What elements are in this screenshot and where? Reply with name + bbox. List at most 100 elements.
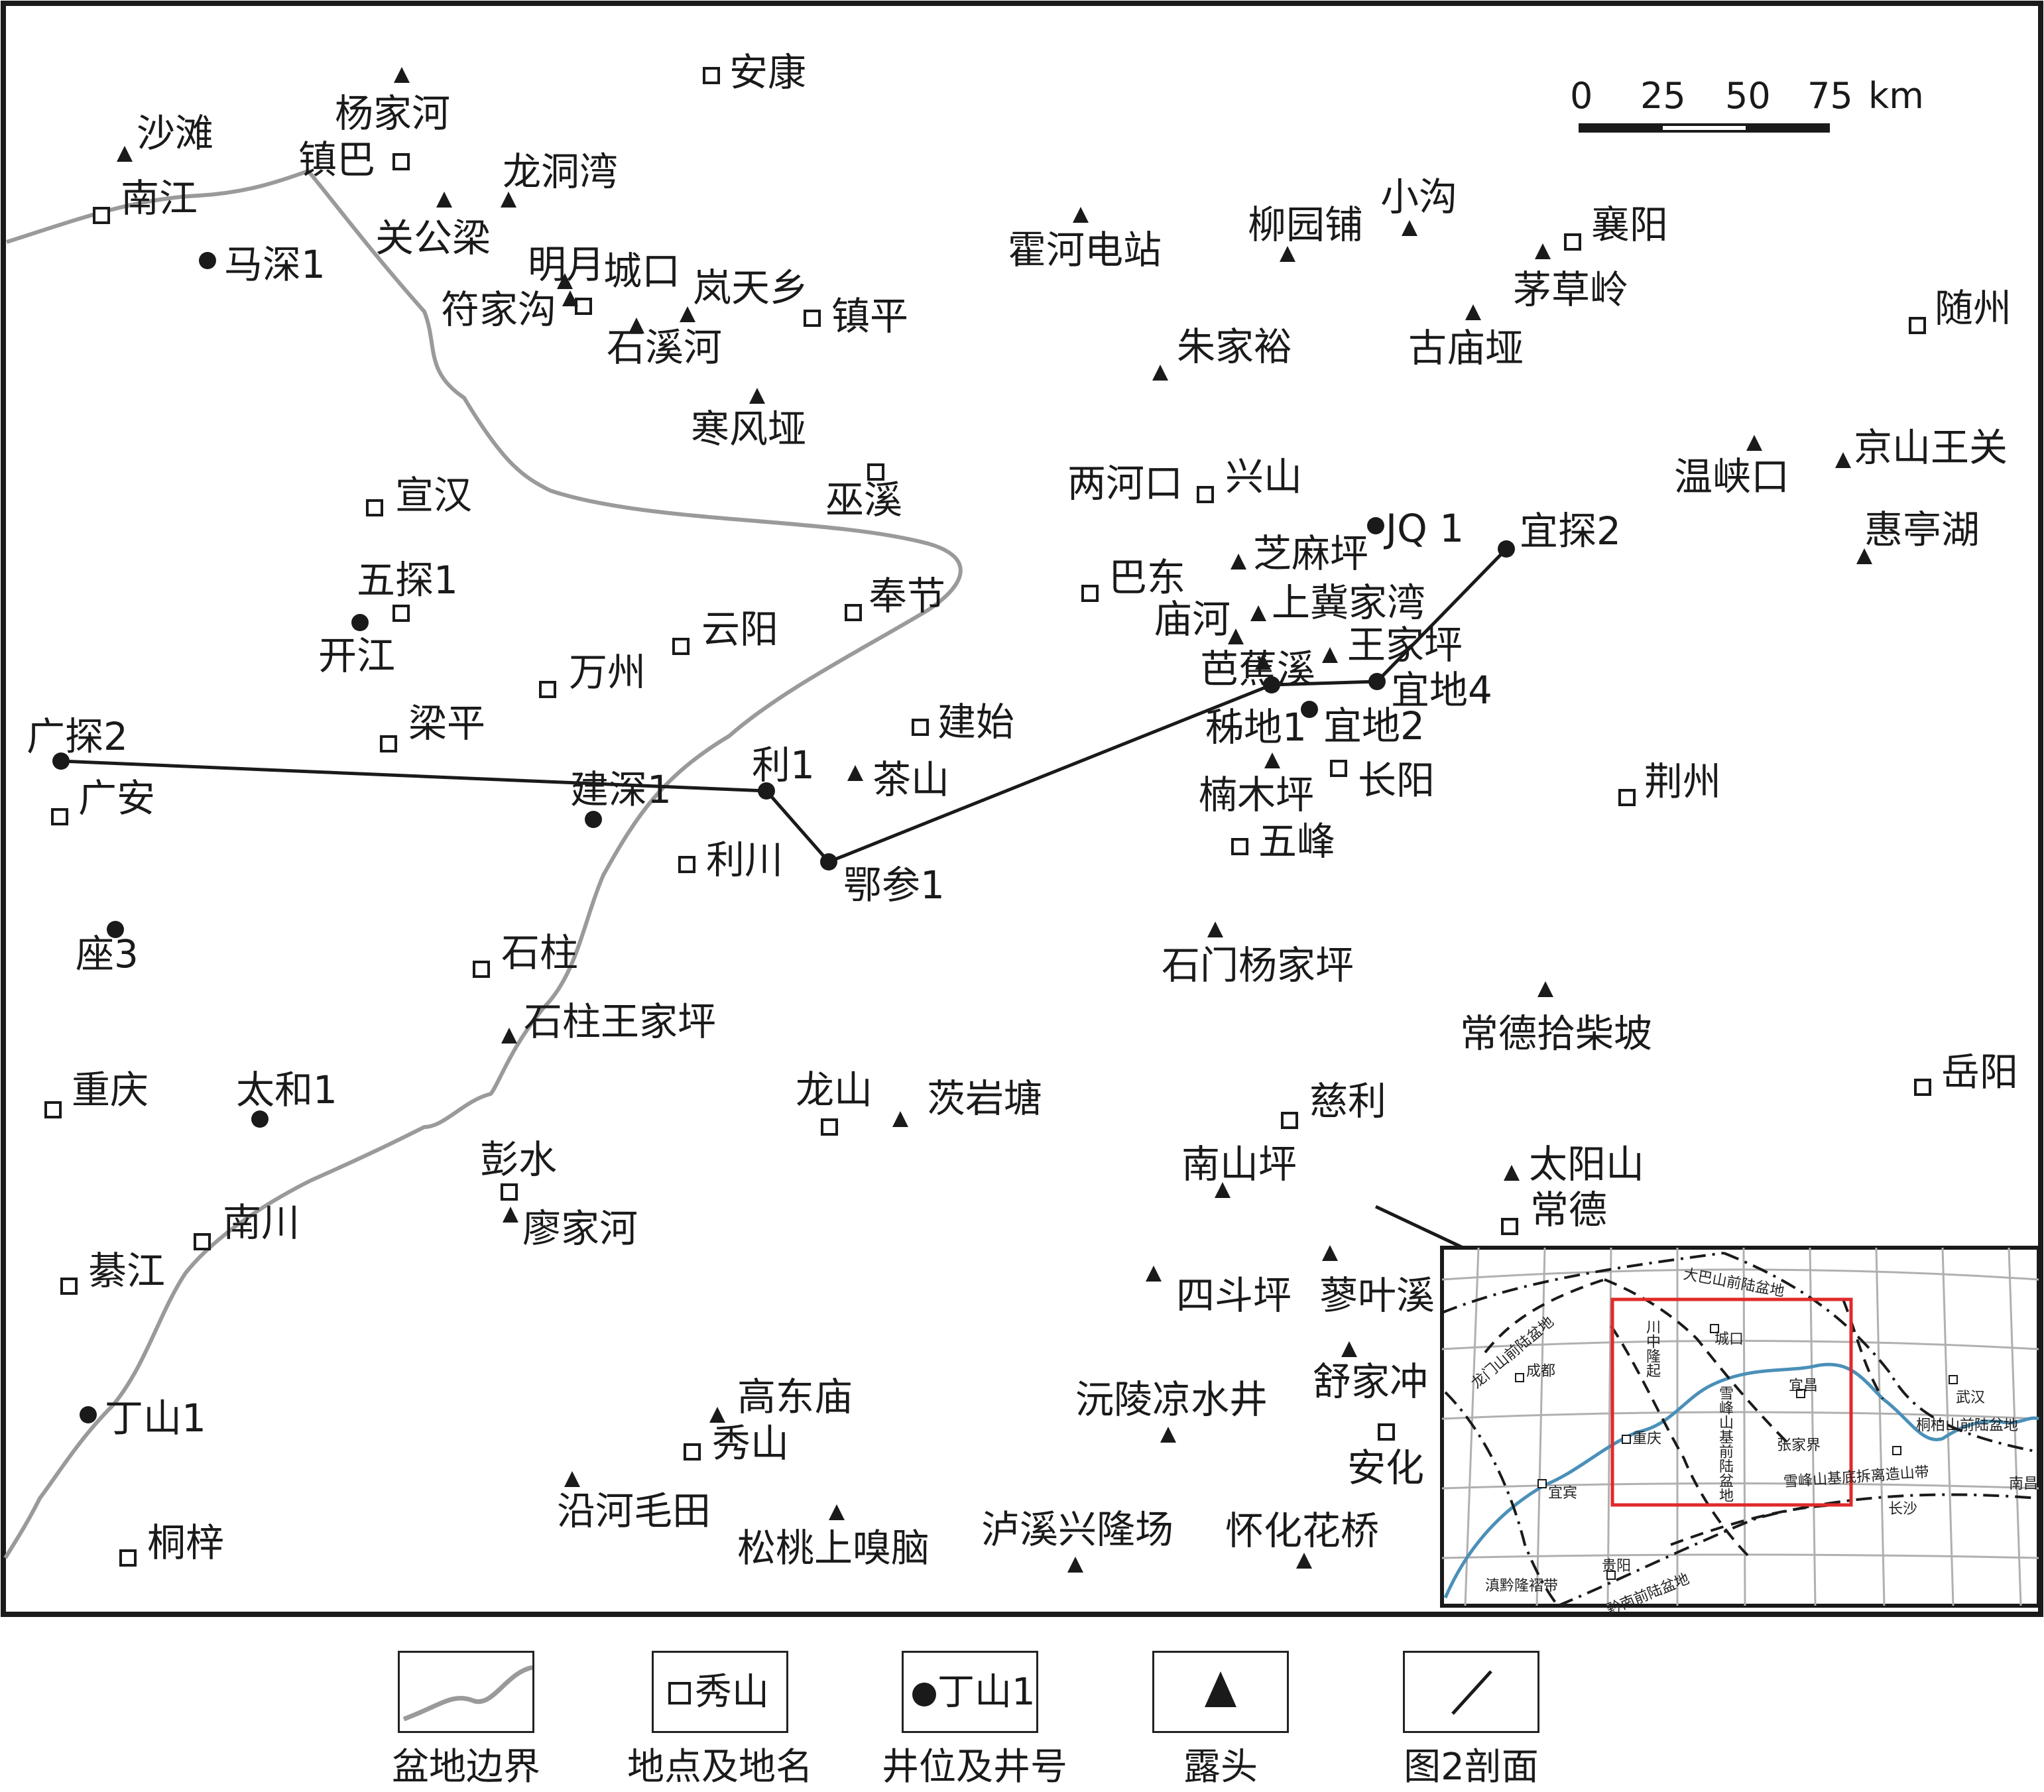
place-square-icon [575,298,592,315]
scale-bar [1579,123,1830,133]
well-label: 宜地4 [1391,668,1492,713]
place-square-icon [119,1549,137,1567]
place-square-icon [1618,789,1636,806]
inset-label: 成都 [1526,1363,1556,1380]
place-square-icon [366,499,383,516]
inset-label: 桐柏山前陆盆地 [1916,1417,2019,1434]
outcrop-label: 沙滩 [137,111,214,156]
outcrop-label: 高东庙 [737,1374,853,1419]
outcrop-triangle-icon [1255,654,1271,670]
outcrop-label: 寒风垭 [691,406,807,451]
inset-label: 贵阳 [1602,1558,1632,1575]
outcrop-triangle-icon [1160,1427,1176,1443]
outcrop-label: 沿河毛田 [557,1488,711,1533]
place-square-icon [539,681,556,698]
outcrop-triangle-icon [1215,1182,1231,1198]
well-dot-icon [251,1110,269,1128]
inset-label: 雪峰山基前陆盆地 [1716,1386,1733,1502]
inset-label: 滇黔隆褶带 [1485,1578,1559,1594]
place-square-icon [684,1443,701,1461]
place-label: 万州 [569,650,646,695]
outcrop-label: 符家沟 [441,287,557,332]
place-markers [44,67,1931,1567]
place-label: 镇巴 [298,137,376,182]
place-square-icon [1378,1423,1395,1441]
outcrop-triangle-icon [749,388,765,404]
place-label: 五探1 [357,558,458,603]
place-label: 长阳 [1358,758,1435,803]
well-label: 丁山1 [105,1396,206,1441]
place-label: 南江 [121,176,198,221]
outcrop-triangle-icon [829,1504,845,1520]
outcrop-triangle-icon [1231,554,1246,569]
outcrop-label: 四斗坪 [1176,1273,1292,1318]
well-dot-icon [1368,673,1386,690]
scale-tick-50: 50 [1725,75,1771,117]
place-square-icon [392,605,410,622]
place-label: 南川 [223,1200,300,1245]
outcrop-label: 沅陵凉水井 [1075,1377,1268,1422]
well-label: 利1 [752,743,815,788]
place-label: 镇平 [831,294,909,339]
place-label: 巫溪 [825,477,903,522]
legend-caption-well: 井位及井号 [882,1746,1067,1789]
place-square-icon [1197,486,1214,503]
place-label: 桐梓 [147,1520,225,1565]
outcrop-triangle-icon [1856,548,1872,564]
place-square-icon [93,207,110,224]
place-square-icon [1281,1112,1298,1129]
inset-label: 宜昌 [1789,1378,1819,1394]
place-label: 奉节 [869,573,946,619]
outcrop-label: 廖家河 [522,1206,638,1251]
place-square-icon [845,604,862,621]
inset-map [1440,1246,2041,1608]
legend-box-outcrop [1152,1651,1289,1733]
place-label: 綦江 [88,1248,166,1293]
legend-caption-outcrop: 露头 [1183,1746,1258,1789]
place-square-icon [1501,1218,1518,1235]
legend-box-basin-boundary [398,1651,534,1733]
scale-tick-25: 25 [1640,75,1686,117]
place-label: 重庆 [72,1067,149,1112]
outcrop-triangle-icon [1250,605,1266,621]
well-dot-icon [585,811,602,828]
place-square-icon [1231,838,1248,855]
basin-boundary-swatch [402,1665,533,1722]
place-square-icon [678,856,695,873]
inset-label: 长沙 [1888,1501,1918,1518]
place-square-icon [44,1101,62,1118]
outcrop-triangle-icon [117,146,133,162]
well-markers [52,252,1515,1423]
outcrop-label: 芭蕉溪 [1200,646,1316,691]
outcrop-triangle-icon [1322,1245,1338,1261]
well-label: JQ 1 [1386,506,1465,551]
outcrop-triangle-icon [1296,1553,1312,1569]
well-dot-icon [80,1406,97,1423]
outcrop-triangle-icon [680,306,695,322]
well-dot-icon [52,752,70,770]
outcrop-label: 茅草岭 [1513,267,1629,312]
place-label: 常德 [1530,1187,1608,1232]
place-label: 安化 [1347,1445,1425,1490]
place-label: 龙山 [796,1067,873,1112]
legend-caption-section: 图2剖面 [1404,1746,1539,1789]
place-square-icon [473,961,490,978]
outcrop-triangle-icon [501,192,516,208]
outcrop-triangle-icon [501,1028,517,1044]
place-label: 荆州 [1644,759,1722,804]
well-label: 开江 [318,633,396,678]
place-label: 襄阳 [1591,202,1669,247]
outcrop-label: 庙河 [1154,597,1231,642]
outcrop-label: 京山王关 [1854,425,2008,470]
outcrop-label: 霍河电站 [1008,227,1162,272]
outcrop-triangle-icon [1146,1266,1162,1282]
outcrop-label: 岚天乡 [693,265,809,310]
well-dot-icon [758,782,775,800]
inset-label: 川中隆起 [1644,1319,1660,1378]
outcrop-triangle-icon [847,765,863,781]
legend-caption-place: 地点及地名 [627,1746,813,1789]
outcrop-markers [117,67,1872,1573]
place-square-icon [60,1278,78,1295]
place-label: 宣汉 [395,473,473,518]
outcrop-label: 芝麻坪 [1253,531,1369,576]
